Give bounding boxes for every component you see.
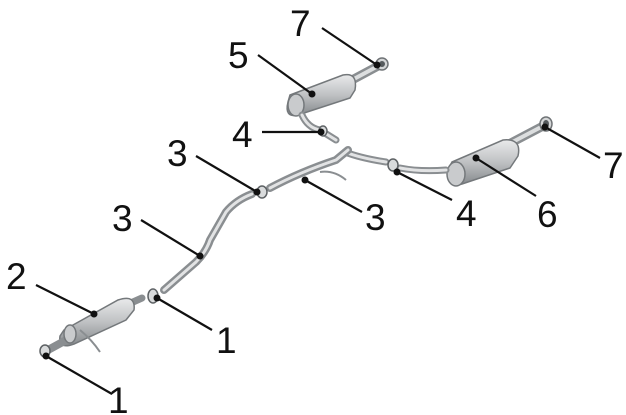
front-resonator <box>39 294 146 358</box>
callout-4-lower: 4 <box>393 168 477 234</box>
callout-label: 4 <box>456 193 477 234</box>
callout-label: 7 <box>603 145 624 186</box>
callout-label: 1 <box>216 320 237 361</box>
callout-3-right: 3 <box>301 176 386 238</box>
intermediate-pipe <box>160 185 268 294</box>
callout-3-left: 3 <box>112 198 204 260</box>
callout-label: 2 <box>6 256 27 297</box>
callout-label: 4 <box>232 114 253 155</box>
pipe-to-right-muffler <box>341 148 450 175</box>
callout-label: 5 <box>228 35 249 76</box>
callout-6: 6 <box>472 154 558 235</box>
callout-4-upper: 4 <box>232 114 325 155</box>
pipe-to-top-muffler <box>298 111 340 144</box>
callout-label: 3 <box>112 198 133 239</box>
callout-7-right: 7 <box>541 123 624 186</box>
callout-2: 2 <box>6 256 98 318</box>
callout-1-lower: 1 <box>42 352 129 415</box>
callout-5: 5 <box>228 35 316 98</box>
callout-3-upper: 3 <box>167 133 261 196</box>
callout-label: 3 <box>167 133 188 174</box>
callout-1-upper: 1 <box>153 294 237 361</box>
callouts: 1 1 2 3 3 3 4 <box>6 3 624 415</box>
muffler-top <box>286 73 357 117</box>
y-pipe-section <box>266 146 352 192</box>
callout-label: 7 <box>290 3 311 44</box>
callout-7-top: 7 <box>290 3 381 69</box>
callout-label: 3 <box>365 197 386 238</box>
callout-label: 1 <box>108 380 129 415</box>
callout-label: 6 <box>537 194 558 235</box>
exhaust-parts <box>39 57 553 358</box>
